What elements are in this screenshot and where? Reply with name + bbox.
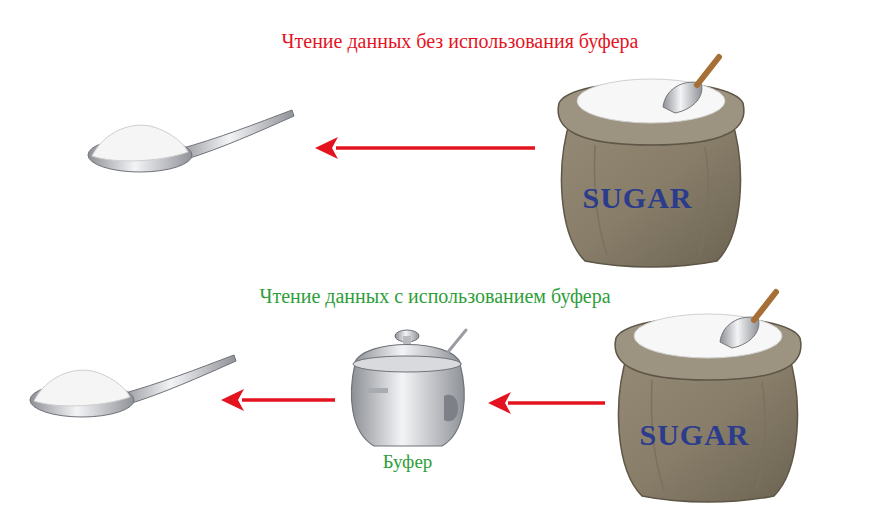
arrow-bottom-left (221, 389, 335, 411)
sugar-bowl-part (353, 356, 461, 372)
heading-text: Чтение данных без использования буфера (282, 30, 639, 53)
sugar-bag-node: SUGAR (555, 55, 747, 267)
bag-label: SUGAR (582, 181, 692, 215)
sugar-bag-top-part (558, 57, 744, 267)
spoon-top (88, 110, 294, 172)
arrow-top-part (336, 146, 535, 150)
arrow-bottom-left-part (242, 398, 335, 402)
arrow-connector (488, 392, 605, 414)
arrow-bottom-left-part (221, 389, 244, 411)
arrow-top-part (315, 137, 338, 159)
arrow-top (315, 137, 535, 159)
sugar-bag-node: SUGAR (612, 290, 804, 504)
sugar-bowl-part (444, 395, 458, 422)
arrow-head (488, 392, 511, 414)
buffer-label: Буфер (383, 451, 433, 473)
sugar-bowl (351, 330, 466, 446)
sugar-bowl-part (448, 330, 466, 352)
spoon-bottom-part (30, 355, 236, 417)
sugar-bag-bottom-part (615, 292, 801, 502)
heading-text: Чтение данных с использованием буфера (259, 285, 610, 308)
buffer-node: Буфер (340, 322, 475, 477)
sugar-bowl-part (351, 364, 464, 446)
sugar-bag-bottom (615, 292, 801, 502)
sugar-bag-top (558, 57, 744, 267)
sugar-bowl-part (368, 388, 388, 393)
arrow-line (508, 401, 605, 405)
spoon-top-part (88, 110, 294, 172)
sugar-bowl-part (403, 336, 411, 344)
bag-label: SUGAR (639, 418, 749, 452)
spoon-bottom (30, 355, 236, 417)
